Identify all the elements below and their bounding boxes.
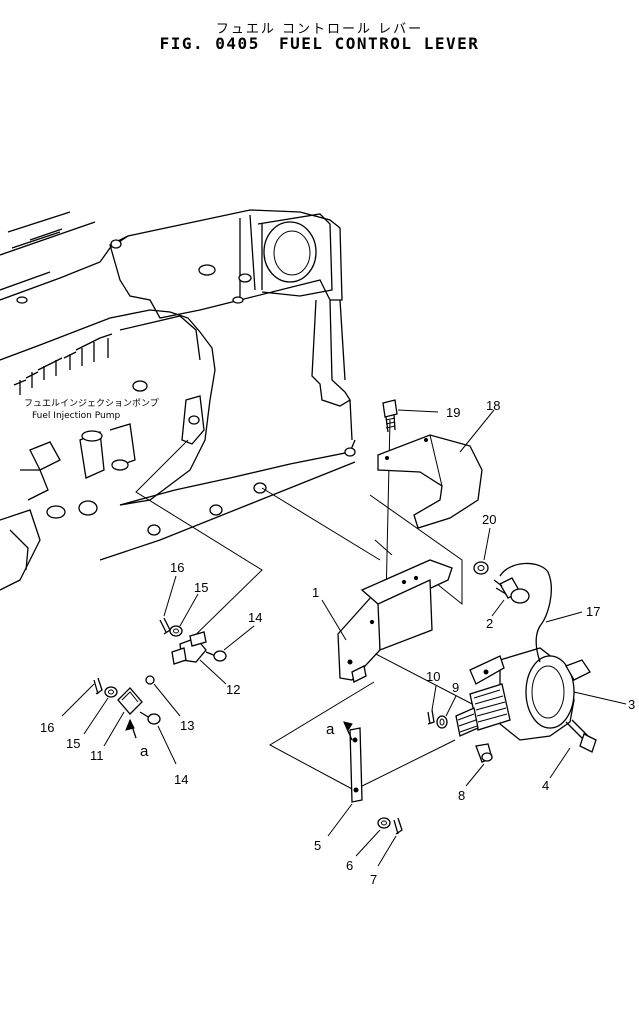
callout-16-upper: 16 [170,560,184,575]
callout-19: 19 [446,405,460,420]
callout-14-upper: 14 [248,610,262,625]
bolt-14-lower [139,711,161,725]
washer-15-upper [169,625,183,637]
callout-9: 9 [452,680,459,695]
pin-16-upper [159,617,171,635]
solenoid-cover [377,434,483,529]
ref-mark-a-left: a [140,743,149,760]
pump-label-jp: フュエルインジェクションポンプ [24,398,159,409]
link-rod [343,721,363,803]
figure-title: FIG. 0405 FUEL CONTROL LEVER [0,34,639,53]
callout-12: 12 [226,682,240,697]
pin-10 [427,709,435,725]
ball-13 [145,675,155,685]
callout-labels: 1 2 3 4 5 6 7 8 9 10 11 12 13 14 14 15 1… [40,398,635,887]
pin-16-lower [93,677,103,695]
figure-number: FIG. 0405 [159,34,260,53]
bolt-19 [382,399,398,433]
callout-1: 1 [312,585,319,600]
callout-13: 13 [180,718,194,733]
solenoid [455,562,591,741]
bolt-4 [565,719,597,753]
bolt-14-upper [205,650,227,662]
callout-7: 7 [370,872,377,887]
callout-4: 4 [542,778,549,793]
bolt-8 [475,743,493,763]
washer-6 [377,817,391,829]
callout-16-lower: 16 [40,720,54,735]
callout-6: 6 [346,858,353,873]
bracket [337,559,453,683]
bolt-2-washer-20 [473,561,530,604]
linkage-12 [171,631,207,665]
pin-7 [393,817,403,835]
washer-9 [436,715,448,729]
pump-plungers [13,333,113,395]
washer-15-lower [104,686,118,698]
arrow-a-left [125,718,137,739]
callout-5: 5 [314,838,321,853]
callout-leaders [61,409,627,867]
engine-block: フュエルインジェクションポンプ Fuel Injection Pump [0,209,356,591]
callout-20: 20 [482,512,496,527]
figure-title-jp: フュエル コントロール レバー [215,22,424,37]
callout-10: 10 [426,669,440,684]
callout-18: 18 [486,398,500,413]
callout-3: 3 [628,697,635,712]
pump-label-en: Fuel Injection Pump [32,411,120,421]
callout-15-upper: 15 [194,580,208,595]
callout-11: 11 [90,748,104,763]
figure-title-en: FUEL CONTROL LEVER [278,34,480,53]
callout-17: 17 [586,604,600,619]
callout-8: 8 [458,788,465,803]
callout-2: 2 [486,616,493,631]
ref-mark-a-right: a [326,721,335,738]
callout-14-lower: 14 [174,772,188,787]
callout-15-lower: 15 [66,736,80,751]
joint-11 [117,687,143,715]
